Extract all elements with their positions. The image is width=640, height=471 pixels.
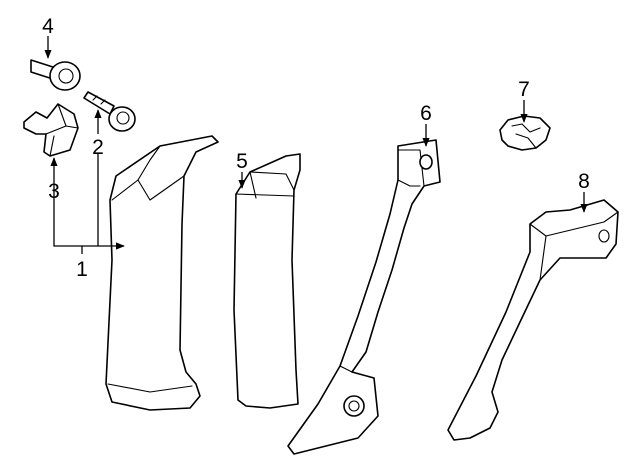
part-1-pillar-trim xyxy=(105,135,219,411)
part-6-bracket xyxy=(287,139,441,455)
callout-2: 2 xyxy=(92,136,104,159)
part-2-clip xyxy=(83,91,136,132)
part-4-push-pin xyxy=(30,59,81,91)
part-8-quarter-trim xyxy=(447,199,619,441)
part-7-clip xyxy=(499,115,551,151)
part-5-pillar-trim xyxy=(233,153,301,409)
callout-7: 7 xyxy=(518,78,530,101)
callout-3: 3 xyxy=(48,180,60,203)
part-3-retainer-clip xyxy=(23,103,79,157)
callout-1: 1 xyxy=(76,258,88,281)
callout-8: 8 xyxy=(578,170,590,193)
callout-5: 5 xyxy=(236,150,248,173)
leader-lines xyxy=(44,36,588,254)
callout-6: 6 xyxy=(420,102,432,125)
callout-4: 4 xyxy=(42,15,54,38)
